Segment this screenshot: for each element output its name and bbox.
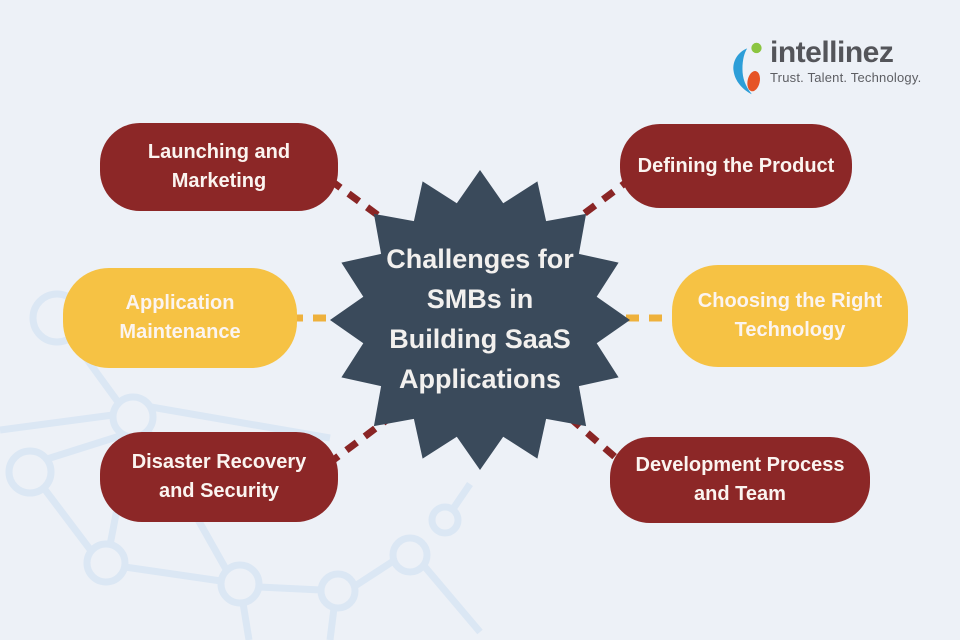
center-title-text: Challenges for SMBs in Building SaaS App… [386, 244, 574, 394]
center-title: Challenges for SMBs in Building SaaS App… [340, 240, 620, 400]
logo-orange-drop [747, 71, 760, 92]
node-disaster-recovery-and-security: Disaster Recovery and Security [100, 432, 338, 522]
node-application-maintenance: Application Maintenance [63, 268, 297, 368]
network-pattern-decoration [0, 282, 483, 640]
intellinez-logo-icon [733, 42, 762, 95]
node-label: Disaster Recovery and Security [131, 451, 307, 502]
node-defining-the-product: Defining the Product [620, 124, 852, 208]
node-launching-and-marketing: Launching and Marketing [100, 123, 338, 211]
logo-text-column: intellinez Trust. Talent. Technology. [770, 36, 921, 86]
node-choosing-the-right-technology: Choosing the Right Technology [672, 265, 908, 367]
node-label: Launching and Marketing [147, 141, 291, 192]
logo-tagline: Trust. Talent. Technology. [770, 70, 922, 85]
starburst-shape [330, 170, 630, 470]
logo: intellinez Trust. Talent. Technology. [732, 36, 921, 98]
logo-green-dot [751, 42, 762, 54]
logo-name: intellinez [770, 36, 894, 69]
node-label: Application Maintenance [119, 292, 241, 343]
node-label: Choosing the Right Technology [697, 290, 883, 341]
node-development-process-and-team: Development Process and Team [610, 437, 870, 523]
logo-blue-swoosh [733, 48, 752, 95]
node-label: Development Process and Team [635, 454, 845, 505]
node-label: Defining the Product [637, 154, 835, 177]
